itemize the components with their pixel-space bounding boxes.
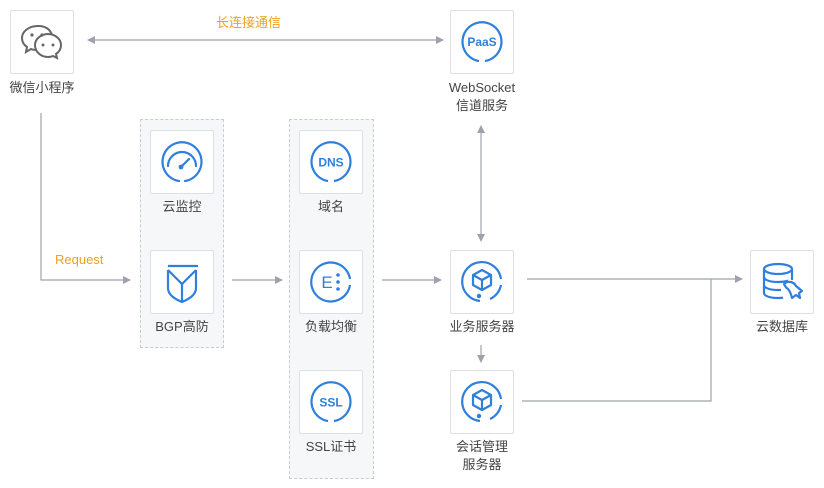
node-session[interactable] [450,370,514,434]
label-wechat: 微信小程序 [9,80,75,95]
label-dns: 域名 [317,199,345,214]
svg-text:PaaS: PaaS [467,35,496,49]
label-websocket-line1: WebSocket [448,80,516,95]
edge-label-long-connection: 长连接通信 [216,15,282,30]
dns-icon: DNS [310,141,352,183]
label-websocket-line2: 信道服务 [455,98,508,113]
node-websocket[interactable]: PaaS [450,10,514,74]
label-session: 会话管理 服务器 [456,438,508,474]
label-websocket: WebSocket 信道服务 [449,79,515,115]
cube-icon [461,381,503,423]
label-bgp: BGP高防 [155,319,209,334]
svg-text:SSL: SSL [319,396,342,410]
node-bgp[interactable] [150,250,214,314]
node-ssl[interactable]: SSL [299,370,363,434]
edge-session-db [522,279,712,402]
svg-text:DNS: DNS [318,156,343,170]
database-icon [762,262,804,300]
paas-icon: PaaS [461,21,503,63]
edge-wechat-bgp [40,113,131,284]
gauge-icon [161,141,203,183]
node-monitor[interactable] [150,130,214,194]
shield-icon [166,264,198,304]
label-monitor: 云监控 [162,199,202,214]
node-wechat[interactable] [10,10,74,74]
ssl-icon: SSL [310,381,352,423]
node-biz[interactable] [450,250,514,314]
label-lb: 负载均衡 [304,319,358,334]
svg-text:E: E [321,273,332,292]
cube-icon [461,261,503,303]
label-db: 云数据库 [755,319,809,334]
label-ssl: SSL证书 [305,439,357,454]
node-lb[interactable]: E [299,250,363,314]
load-balancer-icon: E [310,261,352,303]
label-biz: 业务服务器 [449,319,515,334]
wechat-icon [20,25,63,60]
node-dns[interactable]: DNS [299,130,363,194]
node-db[interactable] [750,250,814,314]
label-session-line1: 会话管理 [455,439,509,454]
edge-label-request: Request [55,252,104,267]
label-session-line2: 服务器 [462,457,502,472]
